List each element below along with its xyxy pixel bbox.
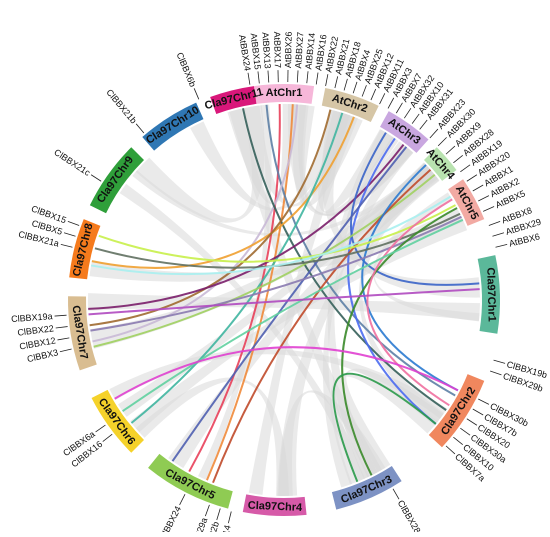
gene-leader-line [136, 124, 144, 133]
gene-leader-line [205, 505, 209, 516]
gene-leader-line [438, 137, 446, 145]
gene-leader-line [420, 120, 427, 129]
gene-leader-line [492, 233, 503, 237]
gene-leader-line [396, 103, 402, 113]
gene-leader-line [61, 244, 73, 247]
gene-label: ClBBX28 [396, 498, 423, 532]
gene-label: ClBBX19a [11, 311, 53, 324]
gene-leader-line [362, 85, 366, 96]
gene-label: ClBBX3 [26, 347, 59, 364]
gene-leader-line [478, 196, 489, 201]
gene-leader-line [91, 175, 101, 182]
gene-leader-line [103, 434, 112, 441]
gene-label: ClBBX29a [186, 516, 210, 532]
gene-leader-line [217, 508, 221, 519]
gene-leader-line [489, 221, 500, 225]
gene-leader-line [344, 79, 347, 91]
gene-leader-line [297, 70, 298, 82]
gene-leader-line [412, 114, 419, 124]
gene-leader-line [453, 155, 462, 163]
gene-leader-line [453, 437, 462, 445]
chromosome-label: Cla97Chr1 [484, 267, 497, 322]
gene-leader-line [56, 327, 68, 328]
gene-leader-line [473, 409, 483, 415]
gene-leader-line [478, 399, 489, 404]
gene-label: ClBBX21b [104, 87, 138, 125]
gene-leader-line [64, 233, 75, 237]
gene-leader-line [494, 360, 506, 363]
gene-leader-line [307, 71, 308, 83]
gene-leader-line [326, 74, 328, 86]
gene-leader-line [335, 76, 338, 88]
gene-leader-line [460, 165, 470, 172]
gene-leader-line [353, 82, 357, 93]
gene-leader-line [380, 93, 385, 104]
gene-label: ClBBX21c [52, 147, 92, 178]
gene-leader-line [430, 129, 438, 138]
gene-label: AtBBX26 [283, 31, 294, 68]
gene-leader-line [467, 419, 477, 426]
gene-leader-line [483, 206, 494, 211]
gene-leader-line [467, 175, 477, 182]
gene-leader-line [55, 315, 67, 316]
gene-leader-line [490, 371, 501, 375]
gene-leader-line [268, 71, 269, 83]
gene-leader-line [96, 425, 106, 432]
gene-leader-line [248, 73, 250, 85]
gene-leader-line [496, 244, 508, 247]
gene-leader-line [446, 446, 455, 454]
gene-leader-line [316, 73, 318, 85]
gene-leader-line [460, 428, 470, 435]
gene-leader-line [393, 489, 399, 499]
gene-leader-line [371, 89, 376, 100]
chromosome-label: Cla97Chr10 [144, 104, 202, 147]
gene-leader-line [228, 512, 231, 524]
gene-label: ClBBX6b [174, 51, 197, 89]
gene-leader-line [68, 221, 79, 225]
gene-leader-line [446, 146, 455, 154]
gene-leader-line [473, 185, 483, 191]
chromosome-label: AtChr1 [266, 87, 303, 99]
gene-leader-line [258, 71, 259, 83]
gene-leader-line [194, 88, 199, 99]
gene-leader-line [388, 98, 394, 109]
gene-label: AtBBX17 [272, 31, 283, 68]
gene-label: ClBBX24 [158, 504, 183, 532]
gene-leader-line [60, 349, 72, 352]
gene-leader-line [180, 494, 185, 505]
gene-leader-line [57, 338, 69, 340]
chromosome-label: Cla97Chr4 [248, 500, 304, 514]
gene-leader-line [404, 108, 411, 118]
